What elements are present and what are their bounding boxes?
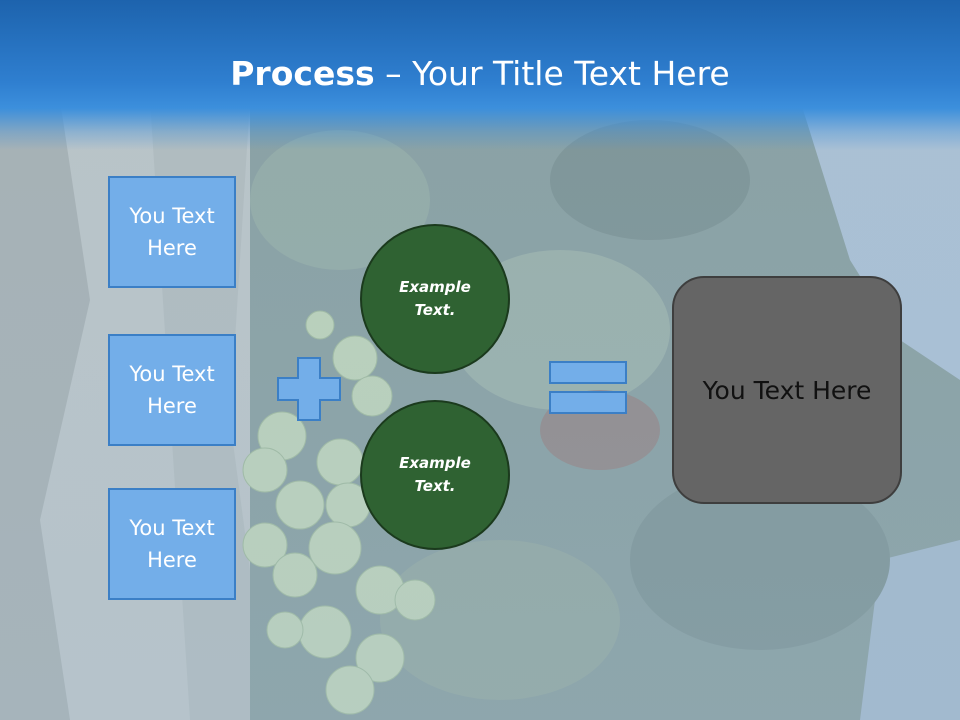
title-bar — [0, 0, 960, 150]
input-box-1[interactable]: You Text Here — [108, 176, 236, 288]
plus-icon — [277, 357, 341, 421]
title-rest: – Your Title Text Here — [374, 54, 730, 93]
example-circle-1-label: Example Text. — [399, 278, 471, 319]
input-box-3-label: You Text Here — [129, 516, 215, 572]
example-circle-2-label: Example Text. — [399, 454, 471, 495]
input-box-2-label: You Text Here — [129, 362, 215, 418]
equals-icon — [549, 361, 627, 414]
title-bold: Process — [230, 54, 375, 93]
example-circle-1[interactable]: Example Text. — [360, 224, 510, 374]
input-box-3[interactable]: You Text Here — [108, 488, 236, 600]
result-box-label: You Text Here — [702, 375, 872, 405]
example-circle-2[interactable]: Example Text. — [360, 400, 510, 550]
input-box-2[interactable]: You Text Here — [108, 334, 236, 446]
result-box[interactable]: You Text Here — [672, 276, 902, 504]
slide-title[interactable]: Process – Your Title Text Here — [0, 52, 960, 96]
input-box-1-label: You Text Here — [129, 204, 215, 260]
